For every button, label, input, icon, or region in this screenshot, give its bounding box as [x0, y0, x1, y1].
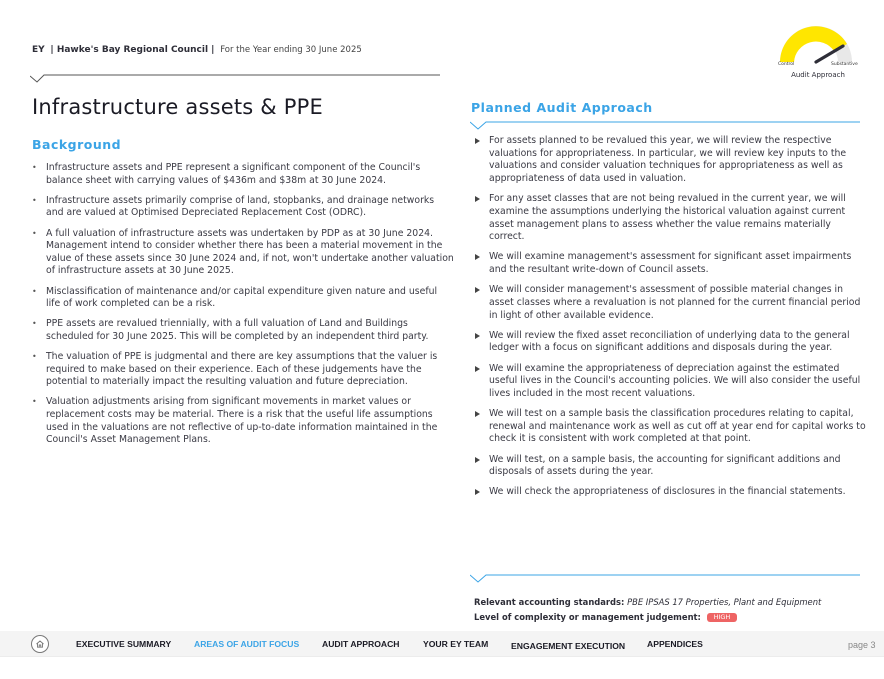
arrow-bullet-icon [475, 456, 480, 463]
gauge-label-substantive: Substantive [831, 62, 858, 67]
arrow-bullet-icon [475, 138, 480, 144]
list-item: Infrastructure assets primarily comprise… [32, 195, 454, 220]
list-item: Misclassification of maintenance and/or … [32, 286, 454, 311]
gauge-title: Audit Approach [791, 71, 845, 79]
background-list: Infrastructure assets and PPE represent … [32, 162, 454, 454]
audit-approach-gauge-icon [780, 26, 852, 64]
arrow-bullet-icon [475, 332, 480, 339]
footer-divider [470, 574, 860, 583]
list-item: We will review the fixed asset reconcili… [474, 330, 866, 355]
list-item: Valuation adjustments arising from signi… [32, 396, 454, 446]
arrow-bullet-icon [475, 365, 480, 372]
accounting-standards-info: Relevant accounting standards: PBE IPSAS… [474, 595, 821, 625]
document-header: EY | Hawke's Bay Regional Council | For … [32, 45, 362, 55]
list-item: The valuation of PPE is judgmental and t… [32, 351, 454, 389]
list-item-text: We will review the fixed asset reconcili… [489, 329, 850, 354]
arrow-bullet-icon [475, 196, 480, 203]
nav-your-ey-team[interactable]: YOUR EY TEAM [423, 639, 489, 649]
nav-engagement-execution[interactable]: ENGAGEMENT EXECUTION [511, 641, 626, 651]
nav-audit-approach[interactable]: AUDIT APPROACH [322, 639, 400, 649]
complexity-badge: HIGH [706, 613, 738, 622]
list-item: We will examine management's assessment … [474, 251, 866, 276]
list-item: For any asset classes that are not being… [474, 193, 866, 244]
list-item: We will examine the appropriateness of d… [474, 363, 866, 401]
nav-areas-of-audit-focus[interactable]: AREAS OF AUDIT FOCUS [194, 639, 300, 649]
gauge-label-control: Control [778, 62, 795, 67]
client-name: | Hawke's Bay Regional Council | [50, 45, 215, 55]
list-item-text: For assets planned to be revalued this y… [489, 135, 847, 185]
list-item-text: We will consider management's assessment… [489, 284, 861, 321]
header-divider [30, 74, 440, 83]
list-item-text: We will examine management's assessment … [489, 251, 852, 276]
audit-approach-list: For assets planned to be revalued this y… [474, 135, 866, 506]
arrow-bullet-icon [475, 287, 480, 294]
home-button[interactable] [31, 635, 49, 653]
list-item: PPE assets are revalued triennially, wit… [32, 318, 454, 343]
standards-value: PBE IPSAS 17 Properties, Plant and Equip… [627, 597, 822, 607]
arrow-bullet-icon [475, 489, 480, 496]
reporting-period: For the Year ending 30 June 2025 [220, 45, 362, 55]
list-item-text: We will check the appropriateness of dis… [489, 486, 846, 498]
list-item: We will check the appropriateness of dis… [474, 486, 866, 499]
background-heading: Background [32, 137, 122, 152]
list-item: We will test on a sample basis the class… [474, 408, 866, 446]
standards-label: Relevant accounting standards: [474, 597, 625, 607]
planned-audit-approach-heading: Planned Audit Approach [471, 100, 653, 115]
complexity-label: Level of complexity or management judgem… [474, 612, 701, 622]
list-item: We will test, on a sample basis, the acc… [474, 454, 866, 479]
list-item: Infrastructure assets and PPE represent … [32, 162, 454, 187]
list-item: For assets planned to be revalued this y… [474, 135, 866, 186]
list-item: A full valuation of infrastructure asset… [32, 228, 454, 278]
page-number: page 3 [848, 640, 876, 650]
nav-executive-summary[interactable]: EXECUTIVE SUMMARY [76, 639, 172, 649]
bottom-navigation: EXECUTIVE SUMMARY AREAS OF AUDIT FOCUS A… [0, 631, 884, 657]
arrow-bullet-icon [475, 411, 480, 417]
list-item-text: For any asset classes that are not being… [489, 193, 846, 243]
ey-brand: EY [32, 45, 45, 55]
page-title: Infrastructure assets & PPE [32, 95, 323, 119]
section-divider [470, 121, 860, 130]
arrow-bullet-icon [475, 254, 480, 261]
list-item-text: We will examine the appropriateness of d… [489, 362, 861, 399]
home-icon [36, 640, 44, 648]
nav-appendices[interactable]: APPENDICES [647, 639, 703, 649]
list-item: We will consider management's assessment… [474, 284, 866, 322]
list-item-text: We will test on a sample basis the class… [489, 408, 866, 445]
list-item-text: We will test, on a sample basis, the acc… [489, 453, 841, 478]
